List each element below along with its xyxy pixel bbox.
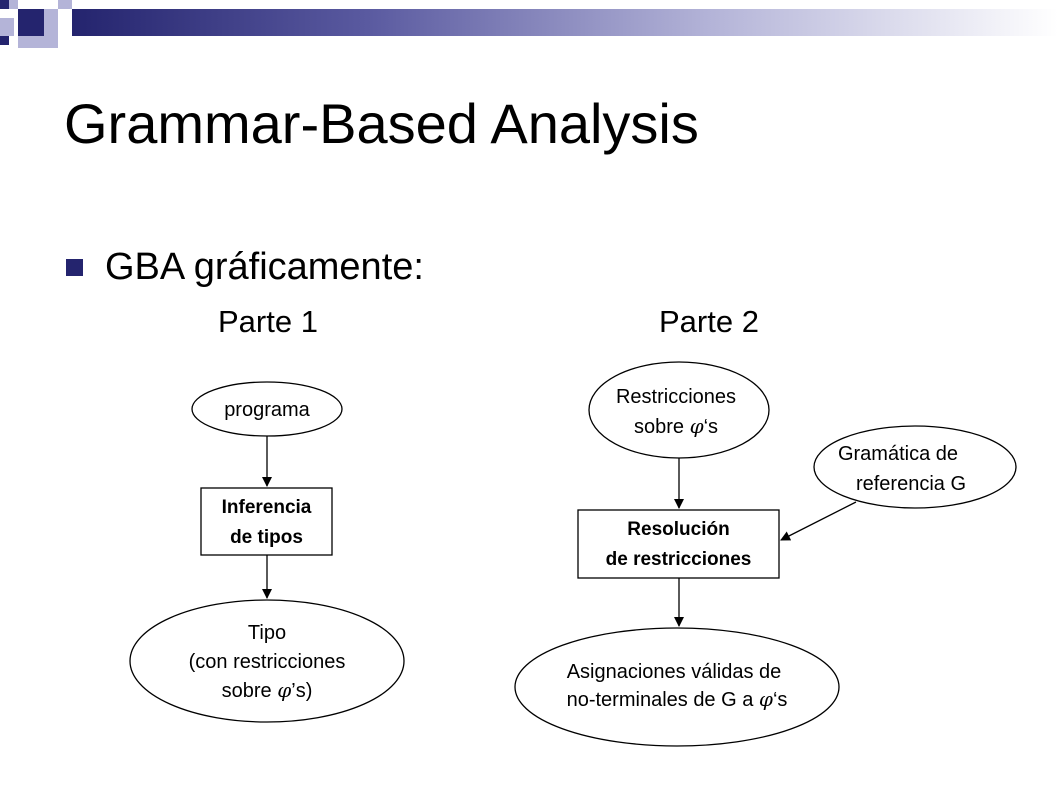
header-gradient-bar — [72, 9, 1058, 36]
tipo-node — [129, 599, 405, 723]
deco-square — [18, 36, 44, 48]
phi-symbol: φ — [690, 414, 704, 438]
part2-label: Parte 2 — [659, 304, 759, 339]
inferencia-label-line1: Inferencia — [222, 497, 312, 518]
tipo-s-text: ’s) — [291, 680, 312, 702]
asignaciones-s-text: ‘s — [773, 689, 787, 711]
inferencia-box — [200, 487, 333, 556]
deco-square — [44, 36, 58, 48]
arrow-gramatica-to-resolucion — [780, 501, 857, 541]
phi-symbol: φ — [759, 687, 773, 711]
bullet-item: GBA gráficamente: — [66, 248, 424, 286]
deco-square — [9, 0, 18, 9]
restricciones-s-text: ‘s — [704, 416, 718, 438]
restricciones-label-line1: Restricciones — [616, 386, 736, 408]
asignaciones-label-line2: no-terminales de G a φ‘s — [567, 687, 788, 711]
bullet-text: GBA gráficamente: — [105, 246, 424, 288]
gramatica-label-line2: referencia G — [856, 473, 966, 495]
deco-square — [58, 0, 72, 9]
inferencia-label-line2: de tipos — [230, 527, 303, 548]
slide-title: Grammar-Based Analysis — [64, 92, 699, 155]
deco-square — [0, 0, 9, 9]
deco-square — [18, 9, 44, 36]
deco-square — [0, 18, 14, 36]
gramatica-label-line1: Gramática de — [838, 443, 958, 465]
part1-label: Parte 1 — [218, 304, 318, 339]
restricciones-node — [588, 361, 770, 459]
gramatica-node — [813, 425, 1017, 509]
asignaciones-text: no-terminales de G a — [567, 689, 759, 711]
asignaciones-node — [514, 627, 840, 747]
resolucion-box — [577, 509, 780, 579]
restricciones-label-line2: sobre φ‘s — [634, 414, 718, 438]
resolucion-label-line1: Resolución — [627, 519, 729, 540]
tipo-label-line3: sobre φ’s) — [222, 678, 313, 702]
resolucion-label-line2: de restricciones — [606, 549, 752, 570]
programa-label: programa — [224, 399, 310, 421]
asignaciones-label-line1: Asignaciones válidas de — [567, 661, 782, 683]
tipo-sobre-text: sobre — [222, 680, 278, 702]
deco-square — [0, 36, 9, 45]
bullet-square-icon — [66, 258, 83, 276]
tipo-label-line1: Tipo — [248, 622, 286, 644]
tipo-label-line2: (con restricciones — [189, 651, 346, 673]
restricciones-sobre-text: sobre — [634, 416, 690, 438]
deco-square — [44, 9, 58, 36]
phi-symbol: φ — [277, 678, 291, 702]
